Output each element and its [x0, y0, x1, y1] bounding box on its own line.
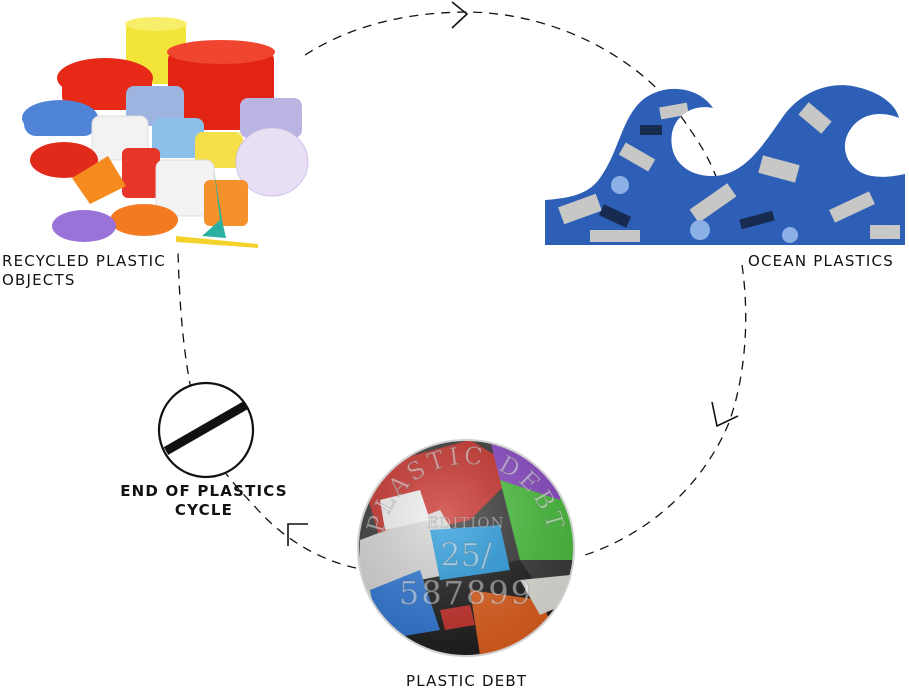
ocean-plastics-label: OCEAN PLASTICS [748, 252, 894, 270]
arrow-chevron-icon [287, 523, 308, 546]
coin-edition-number: 25/ [440, 536, 492, 574]
arrow-chevron-icon [451, 1, 469, 29]
arrow-chevron-icon [711, 401, 739, 428]
coin-edition-label: EDITION [427, 514, 504, 532]
end-of-plastics-cycle-label: END OF PLASTICS CYCLE [112, 482, 296, 520]
end-label-line1: END OF PLASTICS [120, 482, 288, 500]
coin-serial-number: 587899 [399, 574, 533, 612]
plastic-debt-label: PLASTIC DEBT [406, 672, 528, 690]
ocean-plastics-image [545, 85, 905, 246]
cycle-arc-right [584, 264, 747, 556]
cycle-arc-top [304, 11, 723, 206]
end-label-line2: CYCLE [174, 501, 234, 519]
recycled-plastic-objects-label: RECYCLED PLASTIC OBJECTS [2, 252, 166, 289]
plastic-debt-coin: PLASTIC DEBT EDITION 25/ 587899 [357, 439, 575, 657]
stop-sign-icon [157, 381, 255, 479]
recycled-plastics-image [22, 17, 309, 248]
